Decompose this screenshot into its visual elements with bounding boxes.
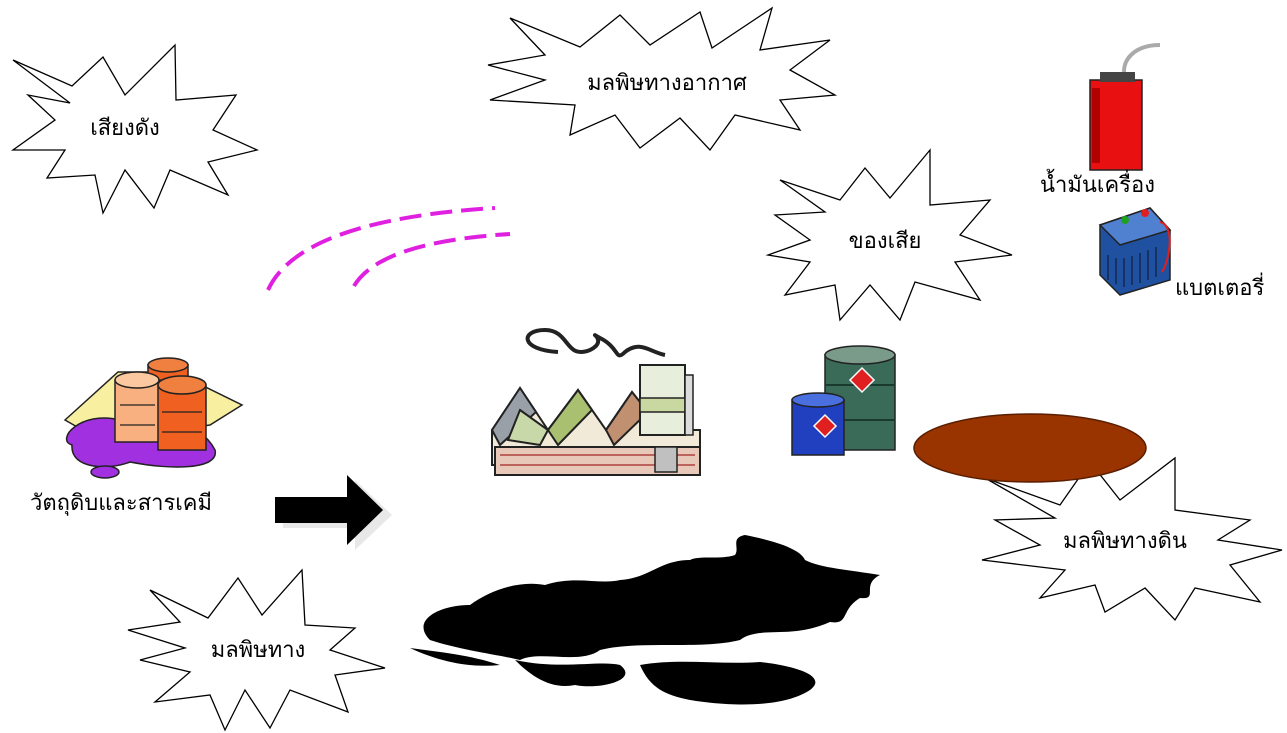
noise-waves bbox=[268, 208, 510, 290]
water-pollution-burst: มลพิษทาง bbox=[128, 570, 385, 730]
battery-icon bbox=[1100, 208, 1170, 295]
soil-pollution-label: มลพิษทางดิน bbox=[1063, 529, 1187, 554]
engine-oil-label: น้ำมันเครื่อง bbox=[1040, 169, 1155, 198]
chemical-barrels-icon bbox=[65, 358, 242, 478]
battery-label: แบตเตอรี่ bbox=[1175, 272, 1264, 301]
noise-label: เสียงดัง bbox=[90, 116, 160, 141]
arrow-right-icon bbox=[275, 475, 392, 550]
noise-wave-outer bbox=[268, 208, 495, 290]
factory-icon bbox=[492, 330, 700, 475]
oil-can-icon bbox=[1090, 45, 1160, 170]
waste-burst: ของเสีย bbox=[768, 150, 1012, 320]
air-pollution-label: มลพิษทางอากาศ bbox=[587, 71, 747, 96]
water-pollution-label: มลพิษทาง bbox=[211, 638, 306, 663]
raw-materials-label: วัตถุดิบและสารเคมี bbox=[30, 491, 212, 516]
soil-stain-icon bbox=[914, 414, 1146, 482]
noise-wave-inner bbox=[354, 234, 510, 286]
waste-label: ของเสีย bbox=[849, 229, 922, 254]
oil-spill-icon bbox=[410, 535, 880, 704]
air-pollution-burst: มลพิษทางอากาศ bbox=[488, 8, 835, 150]
hazard-drums-icon bbox=[792, 346, 895, 455]
noise-burst: เสียงดัง bbox=[13, 45, 257, 213]
smoke bbox=[528, 330, 665, 355]
